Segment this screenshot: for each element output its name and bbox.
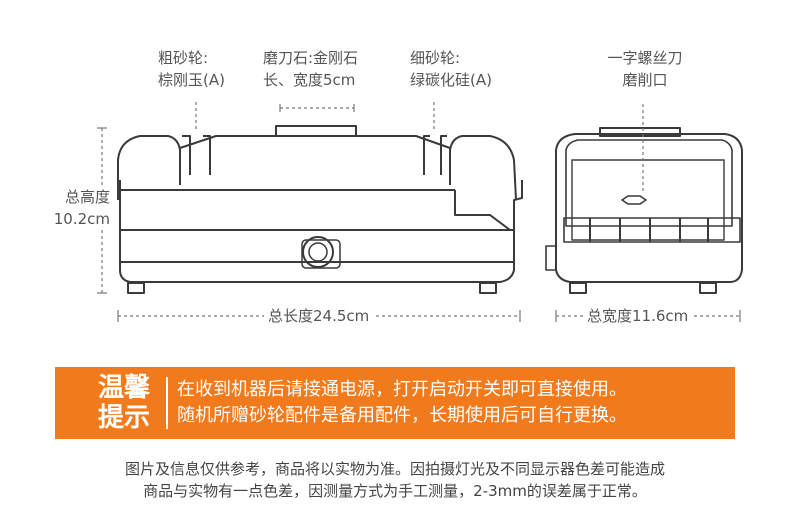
- coarse-wheel-line1: 粗砂轮:: [158, 49, 209, 67]
- disclaimer-line2: 商品与实物有一点色差，因测量方式为手工测量，2-3mm的误差属于正常。: [143, 482, 647, 500]
- notice-title-line2: 提示: [97, 403, 150, 433]
- notice-line1: 在收到机器后请接通电源，打开启动开关即可直接使用。: [177, 379, 627, 400]
- whetstone-line2: 长、宽度5cm: [263, 71, 356, 89]
- front-view: [117, 125, 523, 294]
- whetstone-label: 磨刀石:金刚石 长、宽度5cm: [263, 47, 358, 91]
- whetstone-line1: 磨刀石:金刚石: [263, 49, 359, 67]
- total-height-line2: 10.2cm: [53, 210, 110, 228]
- total-width-label: 总宽度11.6cm: [583, 305, 693, 326]
- total-length-label: 总长度24.5cm: [264, 305, 374, 326]
- fine-wheel-line2: 绿碳化硅(A): [410, 71, 492, 89]
- fine-wheel-label: 细砂轮: 绿碳化硅(A): [410, 47, 492, 91]
- fine-wheel-line1: 细砂轮:: [410, 49, 461, 67]
- notice-bar: 温馨 提示 在收到机器后请接通电源，打开启动开关即可直接使用。 随机所赠砂轮配件…: [55, 367, 735, 439]
- screwdriver-port-label: 一字螺丝刀 磨削口: [600, 47, 690, 91]
- notice-line2: 随机所赠砂轮配件是备用配件，长期使用后可自行更换。: [177, 405, 627, 426]
- notice-title: 温馨 提示: [89, 373, 159, 433]
- disclaimer-line1: 图片及信息仅供参考，商品将以实物为准。因拍摄灯光及不同显示器色差可能造成: [124, 460, 665, 478]
- coarse-wheel-label: 粗砂轮: 棕刚玉(A): [158, 47, 225, 91]
- screwdriver-port-line1: 一字螺丝刀: [607, 49, 683, 67]
- screwdriver-port-line2: 磨削口: [622, 71, 668, 89]
- total-height-line1: 总高度: [64, 188, 110, 206]
- coarse-wheel-line2: 棕刚玉(A): [158, 71, 225, 89]
- notice-divider: [166, 377, 168, 429]
- notice-title-line1: 温馨: [97, 373, 150, 403]
- total-height-label: 总高度 10.2cm: [40, 186, 110, 230]
- side-view: [545, 127, 743, 294]
